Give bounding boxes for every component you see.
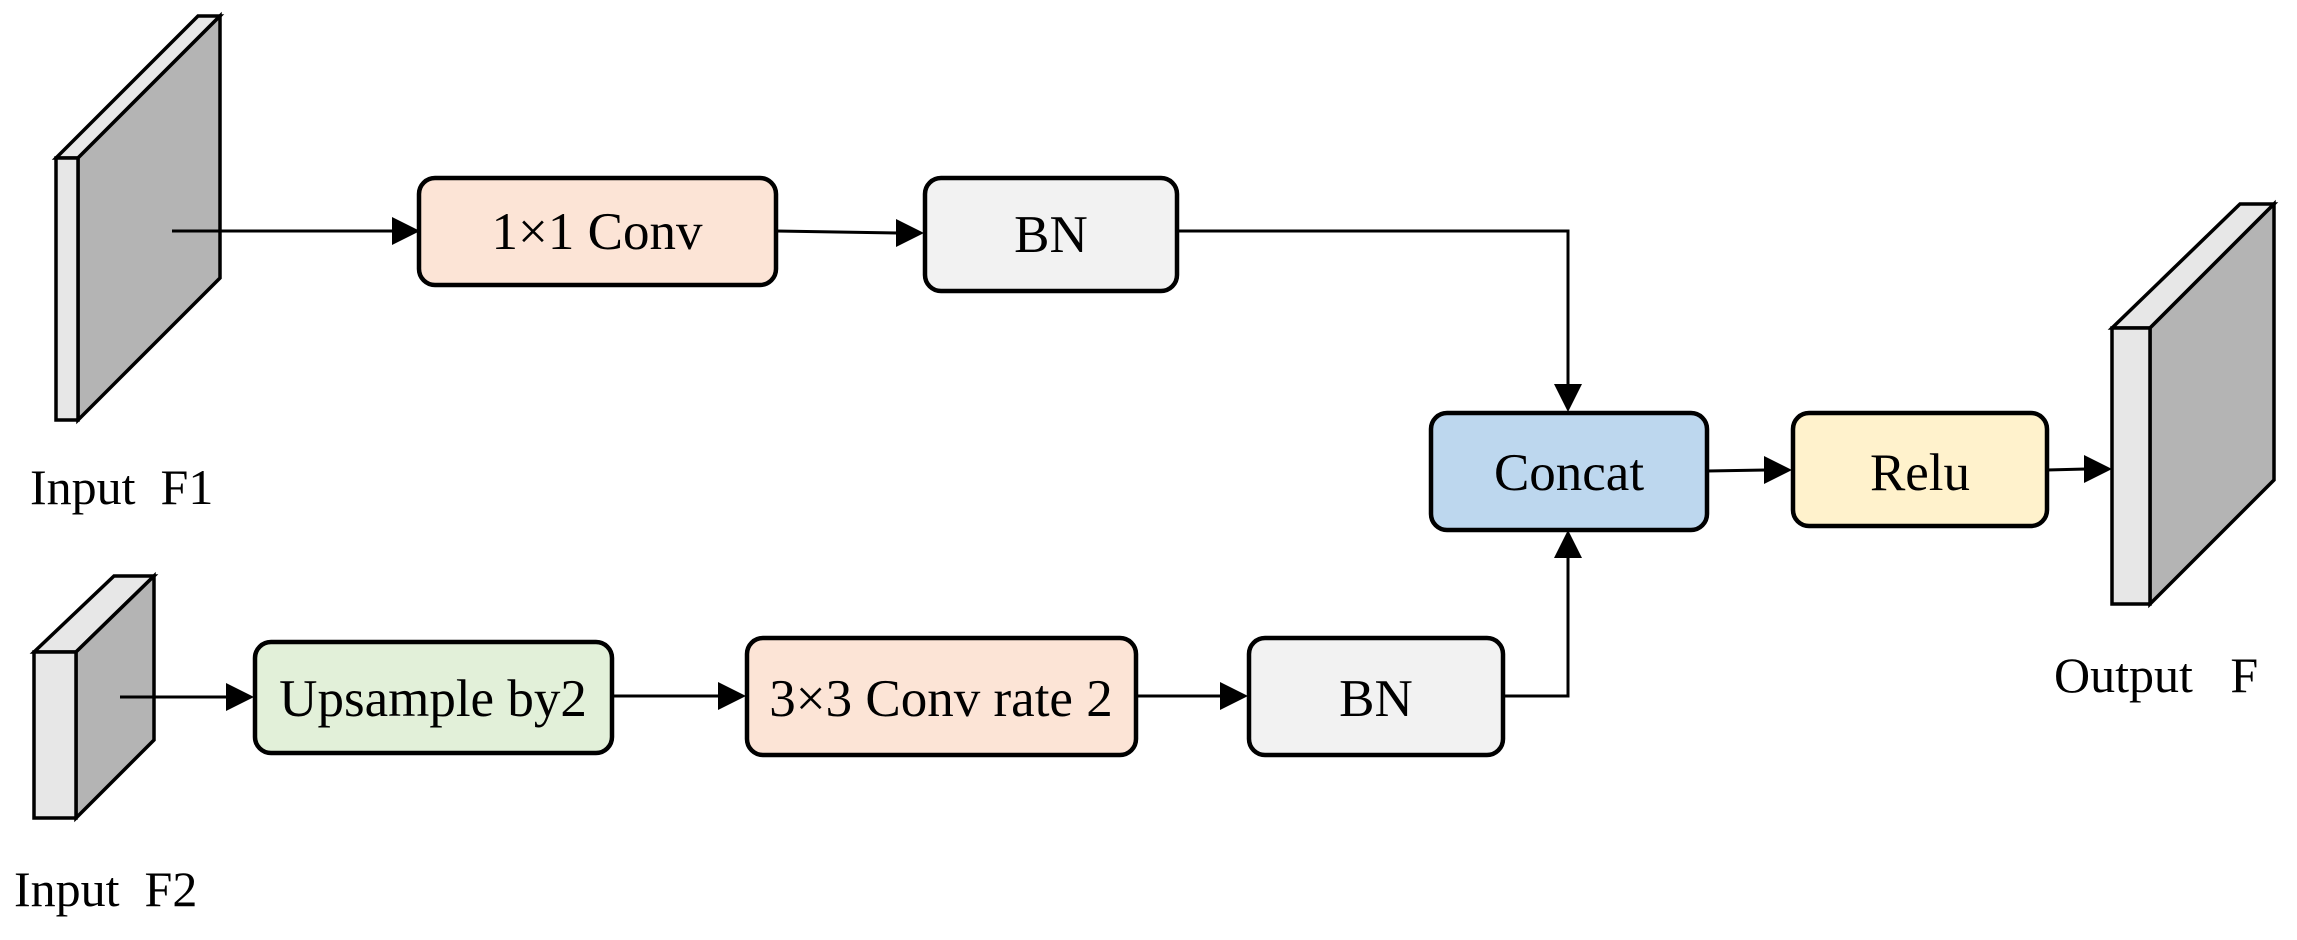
input-f1-label: Input F1 bbox=[30, 459, 213, 515]
arrowhead-upsample bbox=[226, 683, 254, 711]
wire-concat-to-relu bbox=[1706, 468, 1767, 473]
output-f-feature-map bbox=[2107, 199, 2279, 609]
connectors bbox=[120, 217, 2112, 711]
wire-bn-top-to-concat bbox=[1177, 229, 1570, 386]
wire-relu-to-output bbox=[2046, 467, 2087, 472]
input-f2-feature-map bbox=[29, 571, 159, 823]
conv3x3-label: 3×3 Conv rate 2 bbox=[769, 670, 1112, 728]
block-bn-bottom: BN bbox=[1246, 635, 1506, 758]
wire-conv1x1-to-bn-top bbox=[775, 229, 899, 235]
block-concat: Concat bbox=[1428, 410, 1710, 533]
bn-top-label: BN bbox=[1014, 206, 1088, 264]
input-f2-label: Input F2 bbox=[14, 861, 197, 917]
input-f1-slab-front bbox=[54, 156, 80, 422]
arrowhead-concat-bottom bbox=[1554, 530, 1582, 558]
block-upsample: Upsample by2 bbox=[252, 639, 615, 756]
block-conv1x1: 1×1 Conv bbox=[416, 175, 779, 288]
bn-bottom-box bbox=[1246, 635, 1506, 758]
relu-box bbox=[1790, 410, 2050, 529]
arrowhead-relu bbox=[1764, 456, 1792, 484]
concat-box bbox=[1428, 410, 1710, 533]
block-relu: Relu bbox=[1790, 410, 2050, 529]
input-f1-feature-map bbox=[51, 11, 225, 425]
conv1x1-box bbox=[416, 175, 779, 288]
block-conv3x3: 3×3 Conv rate 2 bbox=[744, 635, 1139, 758]
conv3x3-box bbox=[744, 635, 1139, 758]
output-f-label: Output F bbox=[2054, 647, 2258, 703]
wire-bn-bottom-to-concat bbox=[1503, 556, 1570, 698]
arrowhead-conv1x1 bbox=[392, 217, 420, 245]
arrowhead-concat-top bbox=[1554, 384, 1582, 412]
bn-bottom-label: BN bbox=[1339, 670, 1413, 728]
output-f-slab-front bbox=[2110, 326, 2152, 606]
conv1x1-label: 1×1 Conv bbox=[492, 203, 703, 261]
upsample-box bbox=[252, 639, 615, 756]
upsample-label: Upsample by2 bbox=[279, 670, 587, 728]
bn-top-box bbox=[922, 175, 1180, 294]
relu-label: Relu bbox=[1870, 444, 1970, 502]
output-f-slab-side bbox=[2148, 199, 2276, 609]
arrowhead-output bbox=[2084, 455, 2112, 483]
block-bn-top: BN bbox=[922, 175, 1180, 294]
arrowhead-conv3x3 bbox=[718, 682, 746, 710]
concat-label: Concat bbox=[1494, 444, 1644, 502]
input-f2-slab-front bbox=[32, 650, 78, 820]
arrowhead-bn-top bbox=[896, 219, 924, 247]
arrowhead-bn-bottom bbox=[1220, 682, 1248, 710]
